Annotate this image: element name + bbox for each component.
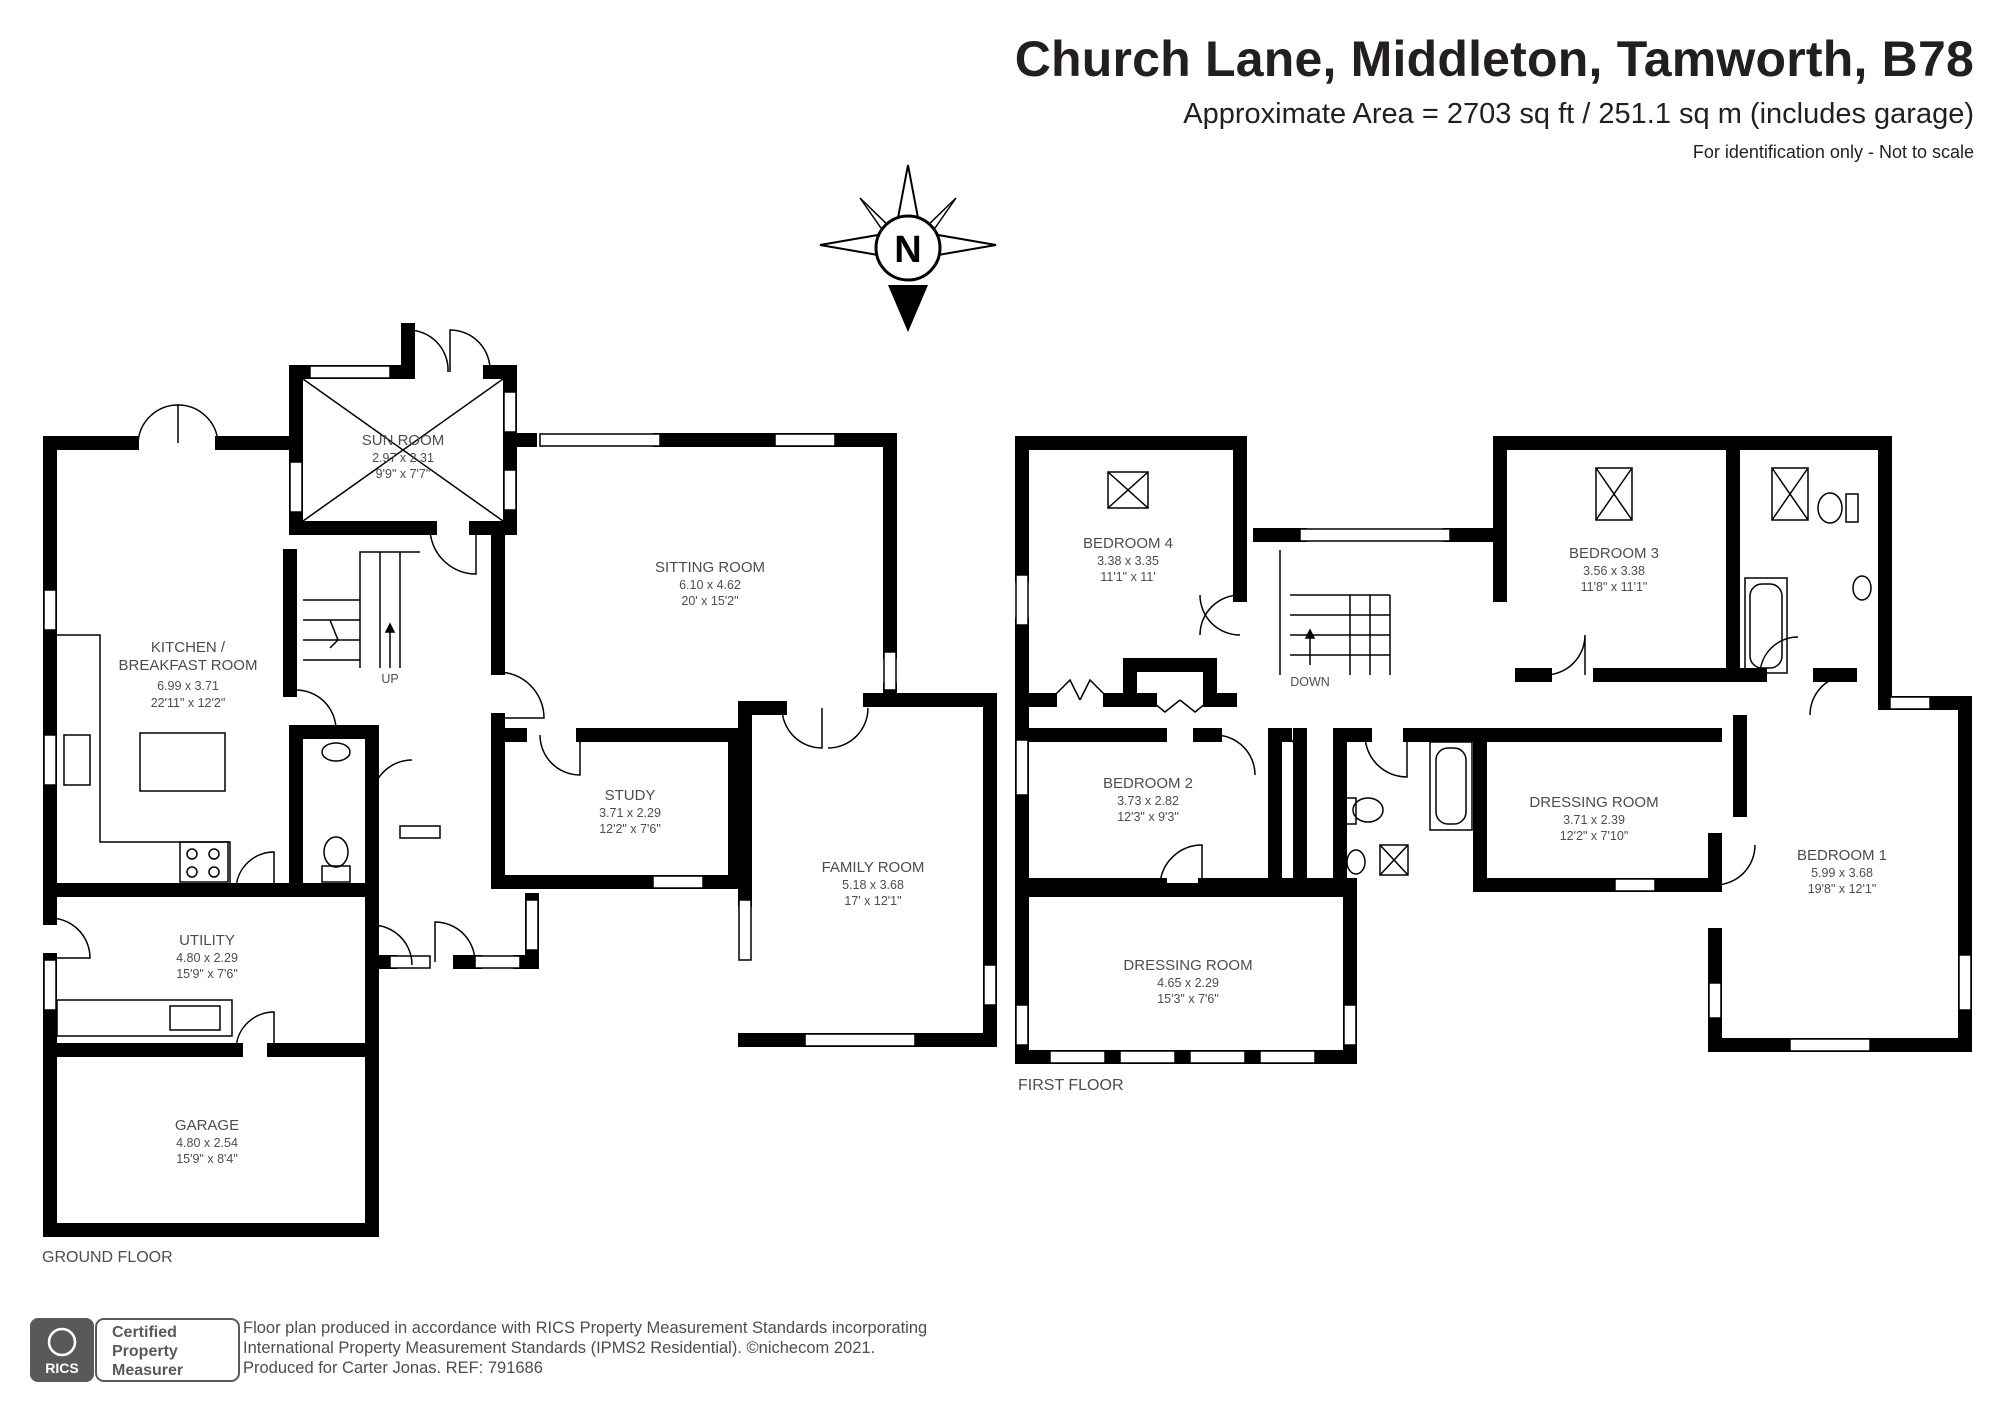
utility-imperial: 15'9" x 7'6" xyxy=(176,967,238,981)
stairs-down-label: DOWN xyxy=(1290,675,1330,689)
garage-name: GARAGE xyxy=(175,1117,239,1134)
bedroom1-name: BEDROOM 1 xyxy=(1797,847,1887,864)
approximate-area: Approximate Area = 2703 sq ft / 251.1 sq… xyxy=(1183,98,1974,130)
utility-metric: 4.80 x 2.29 xyxy=(176,951,238,965)
kitchen-name-line1: KITCHEN / xyxy=(151,639,226,656)
ground-floor-windows xyxy=(43,365,997,1047)
bedroom3-imperial: 11'8" x 11'1" xyxy=(1581,580,1648,594)
footer-notes: Floor plan produced in accordance with R… xyxy=(243,1318,927,1378)
sun-room-metric: 2.97 x 2.31 xyxy=(372,451,434,465)
rics-logo-icon xyxy=(47,1327,77,1357)
sun-room-name: SUN ROOM xyxy=(362,432,445,449)
badge-line3: Measurer xyxy=(112,1362,183,1379)
dressing-room-1-name: DRESSING ROOM xyxy=(1529,794,1658,811)
bedroom2-name: BEDROOM 2 xyxy=(1103,775,1193,792)
dressing-room-1-imperial: 12'2" x 7'10" xyxy=(1560,829,1629,843)
rics-certified-badge: RICS Certified Property Measurer xyxy=(30,1318,240,1382)
study-metric: 3.71 x 2.29 xyxy=(599,806,661,820)
sitting-room-name: SITTING ROOM xyxy=(655,559,765,576)
bedroom3-metric: 3.56 x 3.38 xyxy=(1583,564,1645,578)
compass-icon: N xyxy=(819,164,997,332)
family-room-name: FAMILY ROOM xyxy=(822,859,925,876)
compass-north-letter: N xyxy=(894,229,921,271)
bedroom4-metric: 3.38 x 3.35 xyxy=(1097,554,1159,568)
bedroom1-metric: 5.99 x 3.68 xyxy=(1811,866,1873,880)
family-room-metric: 5.18 x 3.68 xyxy=(842,878,904,892)
first-floor-label: FIRST FLOOR xyxy=(1018,1077,1124,1094)
badge-line2: Property xyxy=(112,1343,178,1360)
sun-room-imperial: 9'9" x 7'7" xyxy=(376,467,431,481)
footer-line1: Floor plan produced in accordance with R… xyxy=(243,1319,928,1337)
bedroom4-name: BEDROOM 4 xyxy=(1083,535,1173,552)
kitchen-imperial: 22'11" x 12'2" xyxy=(151,696,226,710)
rics-org: RICS xyxy=(45,1360,78,1376)
sitting-room-imperial: 20' x 15'2" xyxy=(681,594,738,608)
dressing-room-2-imperial: 15'3" x 7'6" xyxy=(1157,992,1219,1006)
ground-floor-label: GROUND FLOOR xyxy=(42,1249,173,1266)
utility-name: UTILITY xyxy=(179,932,235,949)
first-floor-fixtures xyxy=(1049,467,1872,886)
first-floor-room-labels: BEDROOM 4 3.38 x 3.35 11'1" x 11' BEDROO… xyxy=(1083,535,1887,1006)
study-name: STUDY xyxy=(605,787,656,804)
dressing-room-2-name: DRESSING ROOM xyxy=(1123,957,1252,974)
bedroom2-imperial: 12'3" x 9'3" xyxy=(1117,810,1179,824)
kitchen-metric: 6.99 x 3.71 xyxy=(157,679,219,693)
bedroom2-metric: 3.73 x 2.82 xyxy=(1117,794,1179,808)
dressing-room-1-metric: 3.71 x 2.39 xyxy=(1563,813,1625,827)
bedroom4-imperial: 11'1" x 11' xyxy=(1100,570,1155,584)
kitchen-name-line2: BREAKFAST ROOM xyxy=(119,657,258,674)
family-room-imperial: 17' x 12'1" xyxy=(844,894,901,908)
garage-imperial: 15'9" x 8'4" xyxy=(176,1152,238,1166)
first-floor-windows xyxy=(1015,528,1972,1064)
scale-note: For identification only - Not to scale xyxy=(1692,142,1974,162)
study-imperial: 12'2" x 7'6" xyxy=(599,822,661,836)
first-floor-walls xyxy=(1015,436,1972,1064)
footer-line2: International Property Measurement Stand… xyxy=(243,1339,876,1357)
garage-metric: 4.80 x 2.54 xyxy=(176,1136,238,1150)
ground-floor-room-labels: SUN ROOM 2.97 x 2.31 9'9" x 7'7" SITTING… xyxy=(119,432,925,1166)
bedroom3-name: BEDROOM 3 xyxy=(1569,545,1659,562)
footer-line3: Produced for Carter Jonas. REF: 791686 xyxy=(243,1359,543,1377)
dressing-room-2-metric: 4.65 x 2.29 xyxy=(1157,976,1219,990)
bedroom1-imperial: 19'8" x 12'1" xyxy=(1808,882,1877,896)
ground-floor-fixtures xyxy=(49,329,869,1230)
ground-floor-walls xyxy=(43,323,997,1237)
page-title: Church Lane, Middleton, Tamworth, B78 xyxy=(1014,31,1974,87)
sitting-room-metric: 6.10 x 4.62 xyxy=(679,578,741,592)
badge-line1: Certified xyxy=(112,1324,177,1341)
stairs-up-label: UP xyxy=(381,672,398,686)
